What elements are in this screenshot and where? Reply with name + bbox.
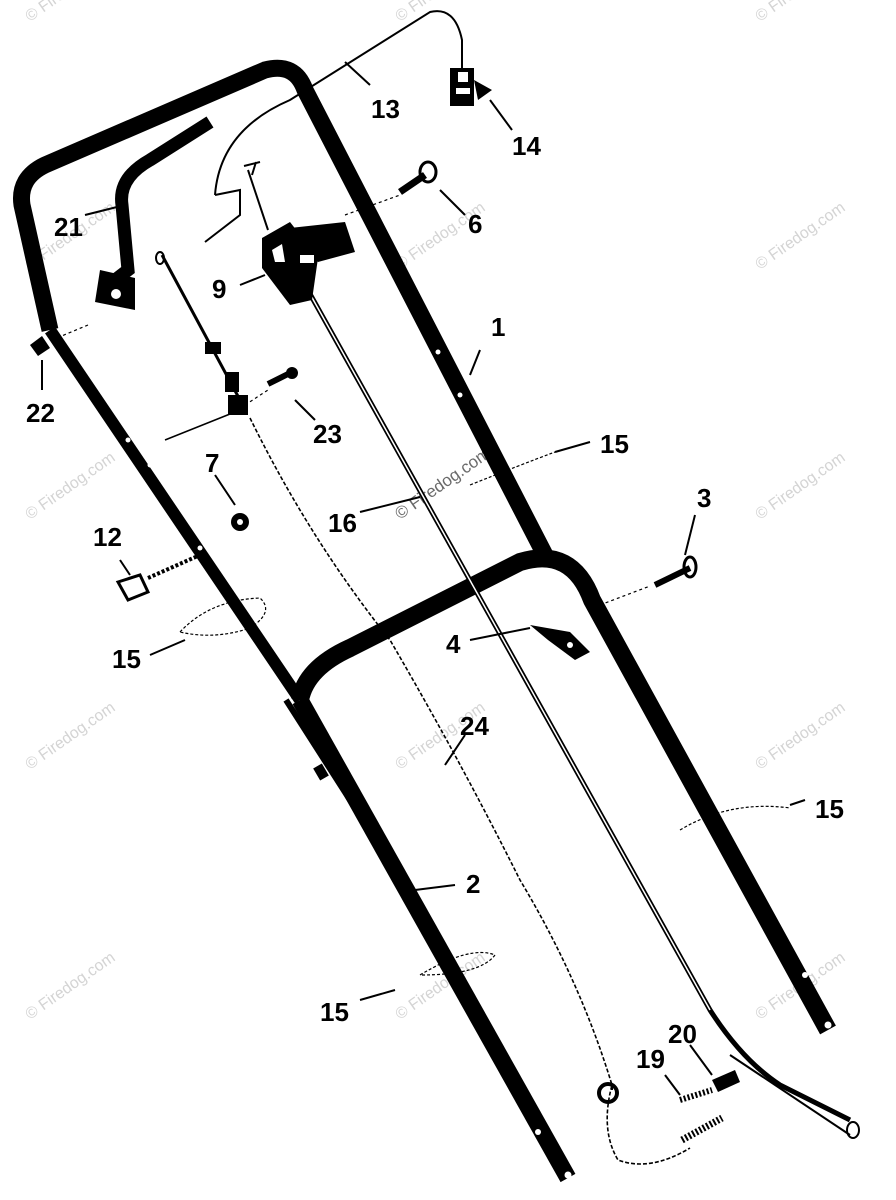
lower-handle bbox=[283, 549, 836, 1183]
wing-nut bbox=[30, 324, 89, 356]
label-part-22: 22 bbox=[26, 398, 55, 428]
upper-handle bbox=[13, 59, 553, 704]
label-part-15-upper-right: 15 bbox=[600, 429, 629, 459]
throttle-control bbox=[243, 161, 355, 305]
bolt-and-spring bbox=[155, 251, 298, 441]
label-part-15-right: 15 bbox=[815, 794, 844, 824]
label-part-15-lower: 15 bbox=[320, 997, 349, 1027]
bolt bbox=[344, 160, 438, 216]
label-part-19: 19 bbox=[636, 1044, 665, 1074]
rod-clip bbox=[530, 625, 590, 660]
cable-ties bbox=[179, 451, 791, 976]
watermark: © Firedog.com bbox=[23, 699, 119, 773]
watermarks: © Firedog.com © Firedog.com © Firedog.co… bbox=[23, 0, 849, 1023]
label-part-15-left: 15 bbox=[112, 644, 141, 674]
label-part-1: 1 bbox=[491, 312, 505, 342]
spring-and-clip bbox=[679, 1070, 740, 1144]
part-labels: 13 14 6 21 9 1 22 23 15 7 3 16 12 4 15 2… bbox=[26, 94, 844, 1074]
label-part-23: 23 bbox=[313, 419, 342, 449]
label-part-6: 6 bbox=[468, 209, 482, 239]
label-part-2: 2 bbox=[466, 869, 480, 899]
watermark: © Firedog.com bbox=[753, 0, 849, 25]
label-part-20: 20 bbox=[668, 1019, 697, 1049]
watermark: © Firedog.com bbox=[23, 949, 119, 1023]
label-part-3: 3 bbox=[697, 483, 711, 513]
label-part-21: 21 bbox=[54, 212, 83, 242]
cable bbox=[249, 417, 691, 1165]
label-part-24: 24 bbox=[460, 711, 489, 741]
watermark-center: © Firedog.com bbox=[391, 444, 493, 524]
leader-lines bbox=[41, 61, 806, 1096]
watermark: © Firedog.com bbox=[23, 0, 119, 25]
label-part-4: 4 bbox=[446, 629, 461, 659]
control-rod bbox=[302, 283, 860, 1139]
watermark: © Firedog.com bbox=[753, 699, 849, 773]
label-part-14: 14 bbox=[512, 131, 541, 161]
watermark: © Firedog.com bbox=[23, 449, 119, 523]
handle-knob bbox=[115, 553, 201, 602]
label-part-16: 16 bbox=[328, 508, 357, 538]
handle-bolt bbox=[599, 555, 698, 606]
nut bbox=[231, 513, 249, 531]
watermark: © Firedog.com bbox=[393, 0, 489, 25]
watermark: © Firedog.com bbox=[753, 449, 849, 523]
watermark: © Firedog.com bbox=[753, 199, 849, 273]
label-part-9: 9 bbox=[212, 274, 226, 304]
label-part-7: 7 bbox=[205, 448, 219, 478]
throttle-cable bbox=[204, 10, 463, 243]
label-part-12: 12 bbox=[93, 522, 122, 552]
cable-clip bbox=[450, 68, 492, 106]
label-part-13: 13 bbox=[371, 94, 400, 124]
